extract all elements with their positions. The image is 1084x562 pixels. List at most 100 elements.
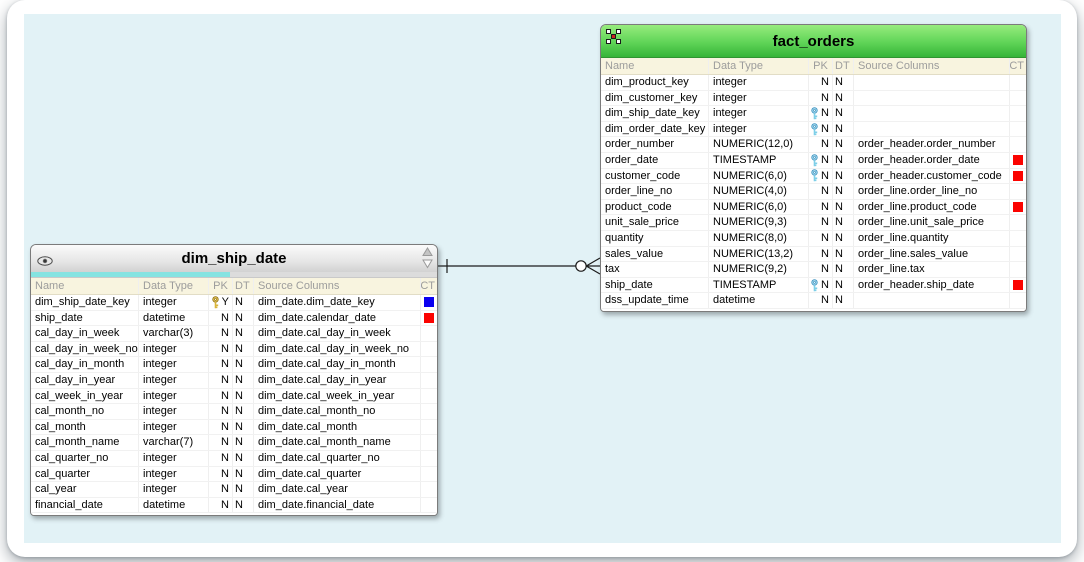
table-row[interactable]: cal_quarter integer N N dim_d [31, 466, 437, 483]
pk-flag: N [821, 278, 829, 291]
column-source-value: dim_date.cal_month_name [254, 435, 421, 450]
column-ct-value [1010, 200, 1026, 215]
table-row[interactable]: cal_quarter_no integer N N di [31, 450, 437, 467]
table-row[interactable]: ship_date TIMESTAMP N N order [601, 277, 1026, 294]
column-ct-value [1010, 137, 1026, 152]
dim-ship-date-header[interactable]: dim_ship_date [31, 245, 437, 272]
dt-flag: N [833, 293, 854, 308]
table-row[interactable]: dim_customer_key integer N N [601, 90, 1026, 107]
column-type-value: integer [139, 295, 209, 310]
column-source-value [854, 75, 1010, 90]
entity-dim-ship-date[interactable]: dim_ship_date Name Data Type PK DT Sourc… [30, 244, 438, 517]
column-pk-value: N [209, 310, 233, 326]
column-ct-value [421, 498, 437, 513]
column-source-value: dim_date.cal_month [254, 419, 421, 435]
column-source-value: order_line.product_code [854, 199, 1010, 215]
table-row[interactable]: dim_order_date_key integer N N [601, 121, 1026, 138]
table-row[interactable]: financial_date datetime N N d [31, 497, 437, 514]
column-source-value: dim_date.cal_week_in_year [254, 388, 421, 404]
column-type-value: NUMERIC(8,0) [709, 230, 809, 246]
table-row[interactable]: order_number NUMERIC(12,0) N N [601, 137, 1026, 153]
column-pk-value: N [209, 466, 233, 482]
table-row[interactable]: dim_product_key integer N N [601, 75, 1026, 91]
dt-flag: N [833, 75, 854, 90]
column-pk-value: N [809, 230, 833, 246]
column-source-value: dim_date.cal_month_no [254, 404, 421, 419]
table-row[interactable]: tax NUMERIC(9,2) N N order_li [601, 262, 1026, 278]
dt-flag: N [233, 482, 254, 497]
column-name-value: cal_day_in_year [31, 372, 139, 388]
table-row[interactable]: product_code NUMERIC(6,0) N N [601, 199, 1026, 216]
column-name-value: cal_day_in_week [31, 326, 139, 341]
table-row[interactable]: cal_month integer N N dim_dat [31, 419, 437, 436]
column-ct-value [421, 435, 437, 450]
pk-flag: N [221, 436, 229, 449]
key-icon [810, 122, 819, 136]
pk-flag: N [821, 200, 829, 213]
table-row[interactable]: order_date TIMESTAMP N N orde [601, 152, 1026, 169]
dt-flag: N [833, 152, 854, 168]
column-source-value: dim_date.cal_quarter [254, 466, 421, 482]
column-pk-value: N [209, 341, 233, 357]
table-row[interactable]: cal_day_in_week_no integer N N [31, 341, 437, 358]
column-header-ct: CT [1010, 60, 1024, 72]
column-type-value: integer [709, 121, 809, 137]
column-ct-value [1010, 122, 1026, 137]
column-ct-value [421, 389, 437, 404]
table-row[interactable]: cal_day_in_month integer N N [31, 357, 437, 373]
column-header-dt: DT [233, 278, 254, 294]
column-pk-value: N [209, 450, 233, 466]
column-name-value: financial_date [31, 497, 139, 513]
column-pk-value: N [209, 497, 233, 513]
scroll-down-arrow-icon[interactable] [422, 259, 433, 269]
table-row[interactable]: sales_value NUMERIC(13,2) N N [601, 246, 1026, 263]
column-type-value: integer [139, 357, 209, 372]
table-row[interactable]: cal_year integer N N dim_date [31, 482, 437, 498]
dt-flag: N [233, 404, 254, 419]
table-row[interactable]: cal_day_in_week varchar(3) N N [31, 326, 437, 342]
column-pk-value: N [209, 482, 233, 497]
column-pk-value: N [809, 75, 833, 90]
eye-icon[interactable] [37, 253, 53, 271]
table-row[interactable]: unit_sale_price NUMERIC(9,3) N N [601, 215, 1026, 231]
table-row[interactable]: dss_update_time datetime N N [601, 293, 1026, 309]
pk-flag: N [221, 467, 229, 480]
pk-flag: N [821, 138, 829, 151]
pk-flag: N [821, 169, 829, 182]
column-type-value: datetime [139, 497, 209, 513]
column-name-value: cal_week_in_year [31, 388, 139, 404]
column-type-value: NUMERIC(4,0) [709, 184, 809, 199]
table-row[interactable]: cal_day_in_year integer N N d [31, 372, 437, 389]
constraint-flag [424, 312, 434, 323]
dt-flag: N [833, 106, 854, 121]
table-row[interactable]: cal_week_in_year integer N N [31, 388, 437, 405]
pk-flag: N [221, 405, 229, 418]
dt-flag: N [233, 357, 254, 372]
column-pk-value: N [809, 215, 833, 230]
table-row[interactable]: order_line_no NUMERIC(4,0) N N [601, 184, 1026, 200]
column-ct-value [1010, 106, 1026, 121]
table-row[interactable]: quantity NUMERIC(8,0) N N ord [601, 230, 1026, 247]
column-source-value: dim_date.cal_day_in_month [254, 357, 421, 372]
column-type-value: NUMERIC(6,0) [709, 199, 809, 215]
table-row[interactable]: cal_month_name varchar(7) N N [31, 435, 437, 451]
dt-flag: N [233, 388, 254, 404]
column-name-value: sales_value [601, 246, 709, 262]
fact-orders-header[interactable]: fact_orders [601, 25, 1026, 58]
column-ct-value [1010, 91, 1026, 106]
dt-flag: N [233, 295, 254, 310]
column-header-row: Name Data Type PK DT Source Columns CT [601, 58, 1026, 75]
table-row[interactable]: dim_ship_date_key integer N N [601, 106, 1026, 122]
table-row[interactable]: customer_code NUMERIC(6,0) N N [601, 168, 1026, 185]
scroll-up-arrow-icon[interactable] [422, 247, 433, 257]
table-row[interactable]: dim_ship_date_key integer Y N [31, 295, 437, 311]
table-row[interactable]: cal_month_no integer N N dim_ [31, 404, 437, 420]
column-pk-value: N [809, 199, 833, 215]
column-type-value: integer [139, 388, 209, 404]
pk-flag: N [821, 154, 829, 167]
table-row[interactable]: ship_date datetime N N dim_da [31, 310, 437, 327]
column-source-value: order_line.tax [854, 262, 1010, 277]
column-type-value: integer [139, 419, 209, 435]
dt-flag: N [833, 215, 854, 230]
entity-fact-orders[interactable]: fact_orders Name Data Type PK DT Source … [600, 24, 1027, 312]
